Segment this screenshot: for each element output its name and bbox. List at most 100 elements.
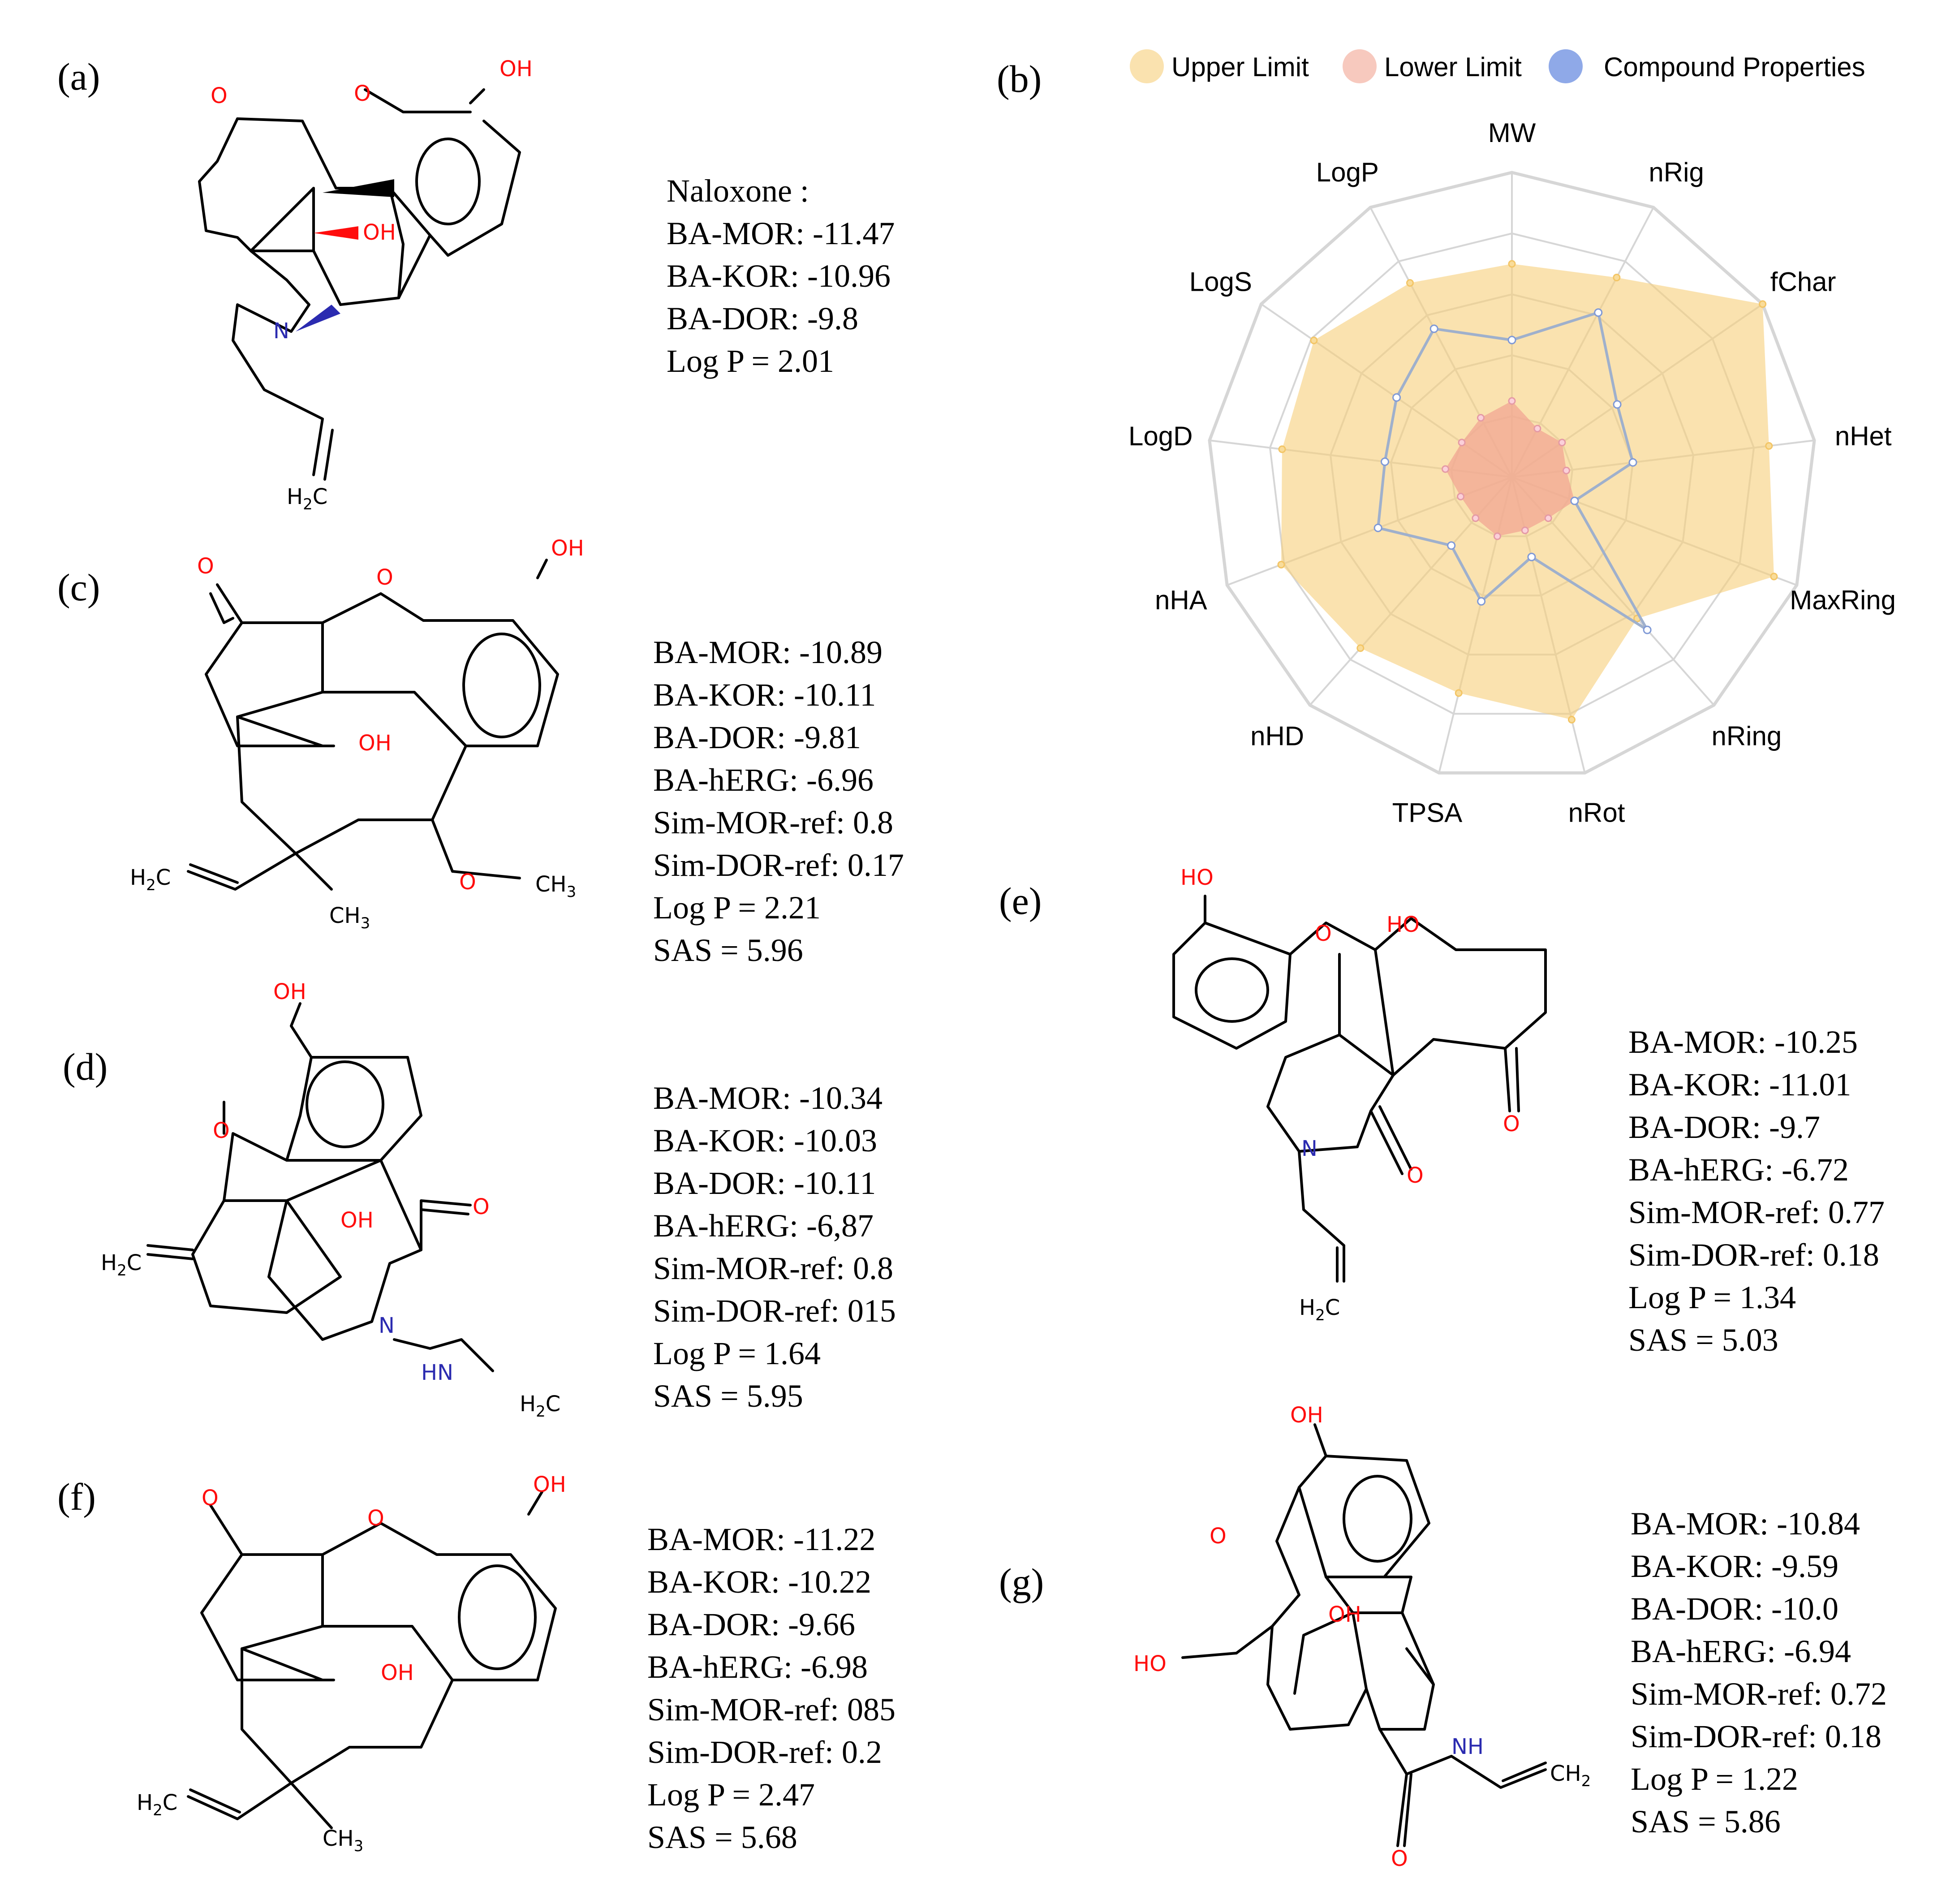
structure-a: O O OH OH N H2C bbox=[198, 56, 533, 513]
series-lower-area bbox=[1445, 401, 1575, 537]
prop-line: Log P = 2.47 bbox=[647, 1777, 815, 1813]
radar-axis-label: TPSA bbox=[1392, 798, 1463, 828]
atom-ho: HO bbox=[1386, 912, 1420, 937]
prop-line: Sim-DOR-ref: 0.18 bbox=[1631, 1719, 1881, 1754]
atom-n: N bbox=[273, 319, 289, 344]
radar-axis-label: nHet bbox=[1835, 421, 1892, 451]
panel-label-a: (a) bbox=[57, 55, 100, 98]
wedge-bond-blue bbox=[296, 305, 340, 332]
radar-axis-label: nHA bbox=[1155, 585, 1207, 615]
atom-oh: OH bbox=[533, 1472, 566, 1497]
aromatic-ring bbox=[462, 633, 541, 738]
prop-line: BA-hERG: -6.98 bbox=[647, 1649, 868, 1685]
atom-hn: HN bbox=[421, 1360, 453, 1385]
panel-label-d: (d) bbox=[63, 1045, 108, 1088]
prop-line: BA-KOR: -10.22 bbox=[647, 1564, 871, 1600]
aromatic-ring bbox=[1195, 957, 1269, 1023]
prop-line: BA-DOR: -9.66 bbox=[647, 1607, 855, 1642]
aromatic-ring bbox=[306, 1060, 384, 1148]
panel-label-g: (g) bbox=[999, 1560, 1044, 1603]
series-point-lower bbox=[1477, 414, 1485, 422]
series-point-compound bbox=[1447, 541, 1456, 550]
series-point-lower bbox=[1441, 465, 1449, 473]
radar-axis-labels: MWnRigfCharnHetMaxRingnRingnRotTPSAnHDnH… bbox=[1128, 118, 1896, 828]
atom-nh: NH bbox=[1451, 1734, 1484, 1759]
radar-axis-label: LogP bbox=[1316, 157, 1379, 187]
prop-line: BA-KOR: -10.96 bbox=[667, 258, 891, 294]
structure-d: OH O OH O N HN H2C H2C bbox=[101, 979, 560, 1421]
prop-line: BA-DOR: -9.7 bbox=[1628, 1109, 1820, 1145]
atom-o: O bbox=[376, 565, 393, 590]
prop-line: Sim-DOR-ref: 0.17 bbox=[653, 847, 904, 883]
atom-ch3: CH3 bbox=[329, 903, 370, 932]
atom-oh: OH bbox=[1290, 1403, 1323, 1428]
radar-axis-label: LogD bbox=[1128, 421, 1193, 451]
series-point-lower bbox=[1533, 425, 1541, 433]
series-point-upper bbox=[1278, 445, 1286, 453]
atom-ho: HO bbox=[1180, 865, 1214, 890]
atom-ch3: CH3 bbox=[323, 1826, 363, 1855]
wedge-bond bbox=[323, 179, 394, 197]
properties-c: BA-MOR: -10.89 BA-KOR: -10.11 BA-DOR: -9… bbox=[653, 634, 904, 968]
prop-line: BA-hERG: -6.72 bbox=[1628, 1152, 1849, 1188]
prop-line: SAS = 5.03 bbox=[1628, 1322, 1778, 1358]
atom-h2c: H2C bbox=[1299, 1295, 1340, 1324]
atom-o: O bbox=[473, 1194, 490, 1219]
prop-line: BA-hERG: -6.96 bbox=[653, 762, 874, 798]
prop-line: BA-hERG: -6.94 bbox=[1631, 1633, 1851, 1669]
structure-e: HO O HO O O N H2C bbox=[1172, 865, 1547, 1324]
panel-label-e: (e) bbox=[999, 879, 1042, 922]
atom-oh: OH bbox=[363, 220, 396, 245]
prop-line: Sim-MOR-ref: 0.72 bbox=[1631, 1676, 1887, 1712]
structure-f: O O OH OH CH3 H2C bbox=[137, 1472, 566, 1855]
radar-axis-label: nRing bbox=[1711, 721, 1782, 751]
atom-o: O bbox=[1315, 921, 1332, 946]
atom-oh: OH bbox=[358, 731, 392, 756]
aromatic-ring bbox=[415, 138, 481, 225]
atom-o: O bbox=[211, 83, 228, 108]
series-point-upper bbox=[1277, 560, 1285, 569]
atom-ch3: CH3 bbox=[535, 872, 576, 901]
series-point-lower bbox=[1521, 526, 1529, 534]
legend-swatch-compound bbox=[1549, 49, 1583, 83]
panel-label-f: (f) bbox=[57, 1475, 96, 1518]
prop-line: Sim-MOR-ref: 0.8 bbox=[653, 805, 893, 840]
structure-c: O O OH OH O CH3 CH3 H2C bbox=[130, 536, 584, 932]
prop-line: Sim-MOR-ref: 0.77 bbox=[1628, 1194, 1885, 1230]
series-point-compound bbox=[1527, 552, 1536, 561]
atom-o: O bbox=[213, 1118, 230, 1143]
radar-series bbox=[1277, 260, 1778, 724]
legend-label-upper: Upper Limit bbox=[1171, 52, 1309, 82]
series-point-lower bbox=[1558, 439, 1566, 447]
atom-o: O bbox=[1210, 1524, 1227, 1549]
prop-line: Log P = 2.01 bbox=[667, 343, 834, 379]
radar-axis-label: MaxRing bbox=[1790, 585, 1896, 615]
atom-oh: OH bbox=[1328, 1602, 1361, 1627]
atom-h2c: H2C bbox=[520, 1391, 560, 1421]
series-point-lower bbox=[1472, 514, 1480, 522]
series-point-upper bbox=[1613, 273, 1621, 281]
prop-line: SAS = 5.95 bbox=[653, 1378, 803, 1414]
atom-oh: OH bbox=[499, 56, 533, 82]
atom-o: O bbox=[1407, 1163, 1424, 1188]
series-point-upper bbox=[1455, 689, 1463, 697]
prop-line: BA-KOR: -10.03 bbox=[653, 1123, 877, 1159]
prop-line: Sim-DOR-ref: 0.18 bbox=[1628, 1237, 1879, 1273]
atom-n: N bbox=[1301, 1136, 1317, 1161]
series-point-upper bbox=[1310, 336, 1318, 345]
series-point-compound bbox=[1429, 324, 1438, 333]
properties-f: BA-MOR: -11.22 BA-KOR: -10.22 BA-DOR: -9… bbox=[647, 1521, 896, 1855]
series-point-lower bbox=[1493, 532, 1501, 540]
prop-line: BA-MOR: -10.84 bbox=[1631, 1506, 1860, 1542]
radar-legend: Upper Limit Lower Limit Compound Propert… bbox=[1130, 49, 1865, 83]
series-point-lower bbox=[1457, 492, 1465, 500]
atom-ch2: CH2 bbox=[1550, 1761, 1591, 1790]
radar-axis-label: fChar bbox=[1770, 267, 1836, 297]
series-point-upper bbox=[1765, 442, 1773, 450]
atom-o: O bbox=[202, 1486, 219, 1511]
atom-oh: OH bbox=[273, 979, 306, 1004]
wedge-bond-red bbox=[314, 226, 358, 240]
legend-swatch-lower bbox=[1343, 49, 1377, 83]
prop-line: Log P = 1.64 bbox=[653, 1335, 821, 1371]
